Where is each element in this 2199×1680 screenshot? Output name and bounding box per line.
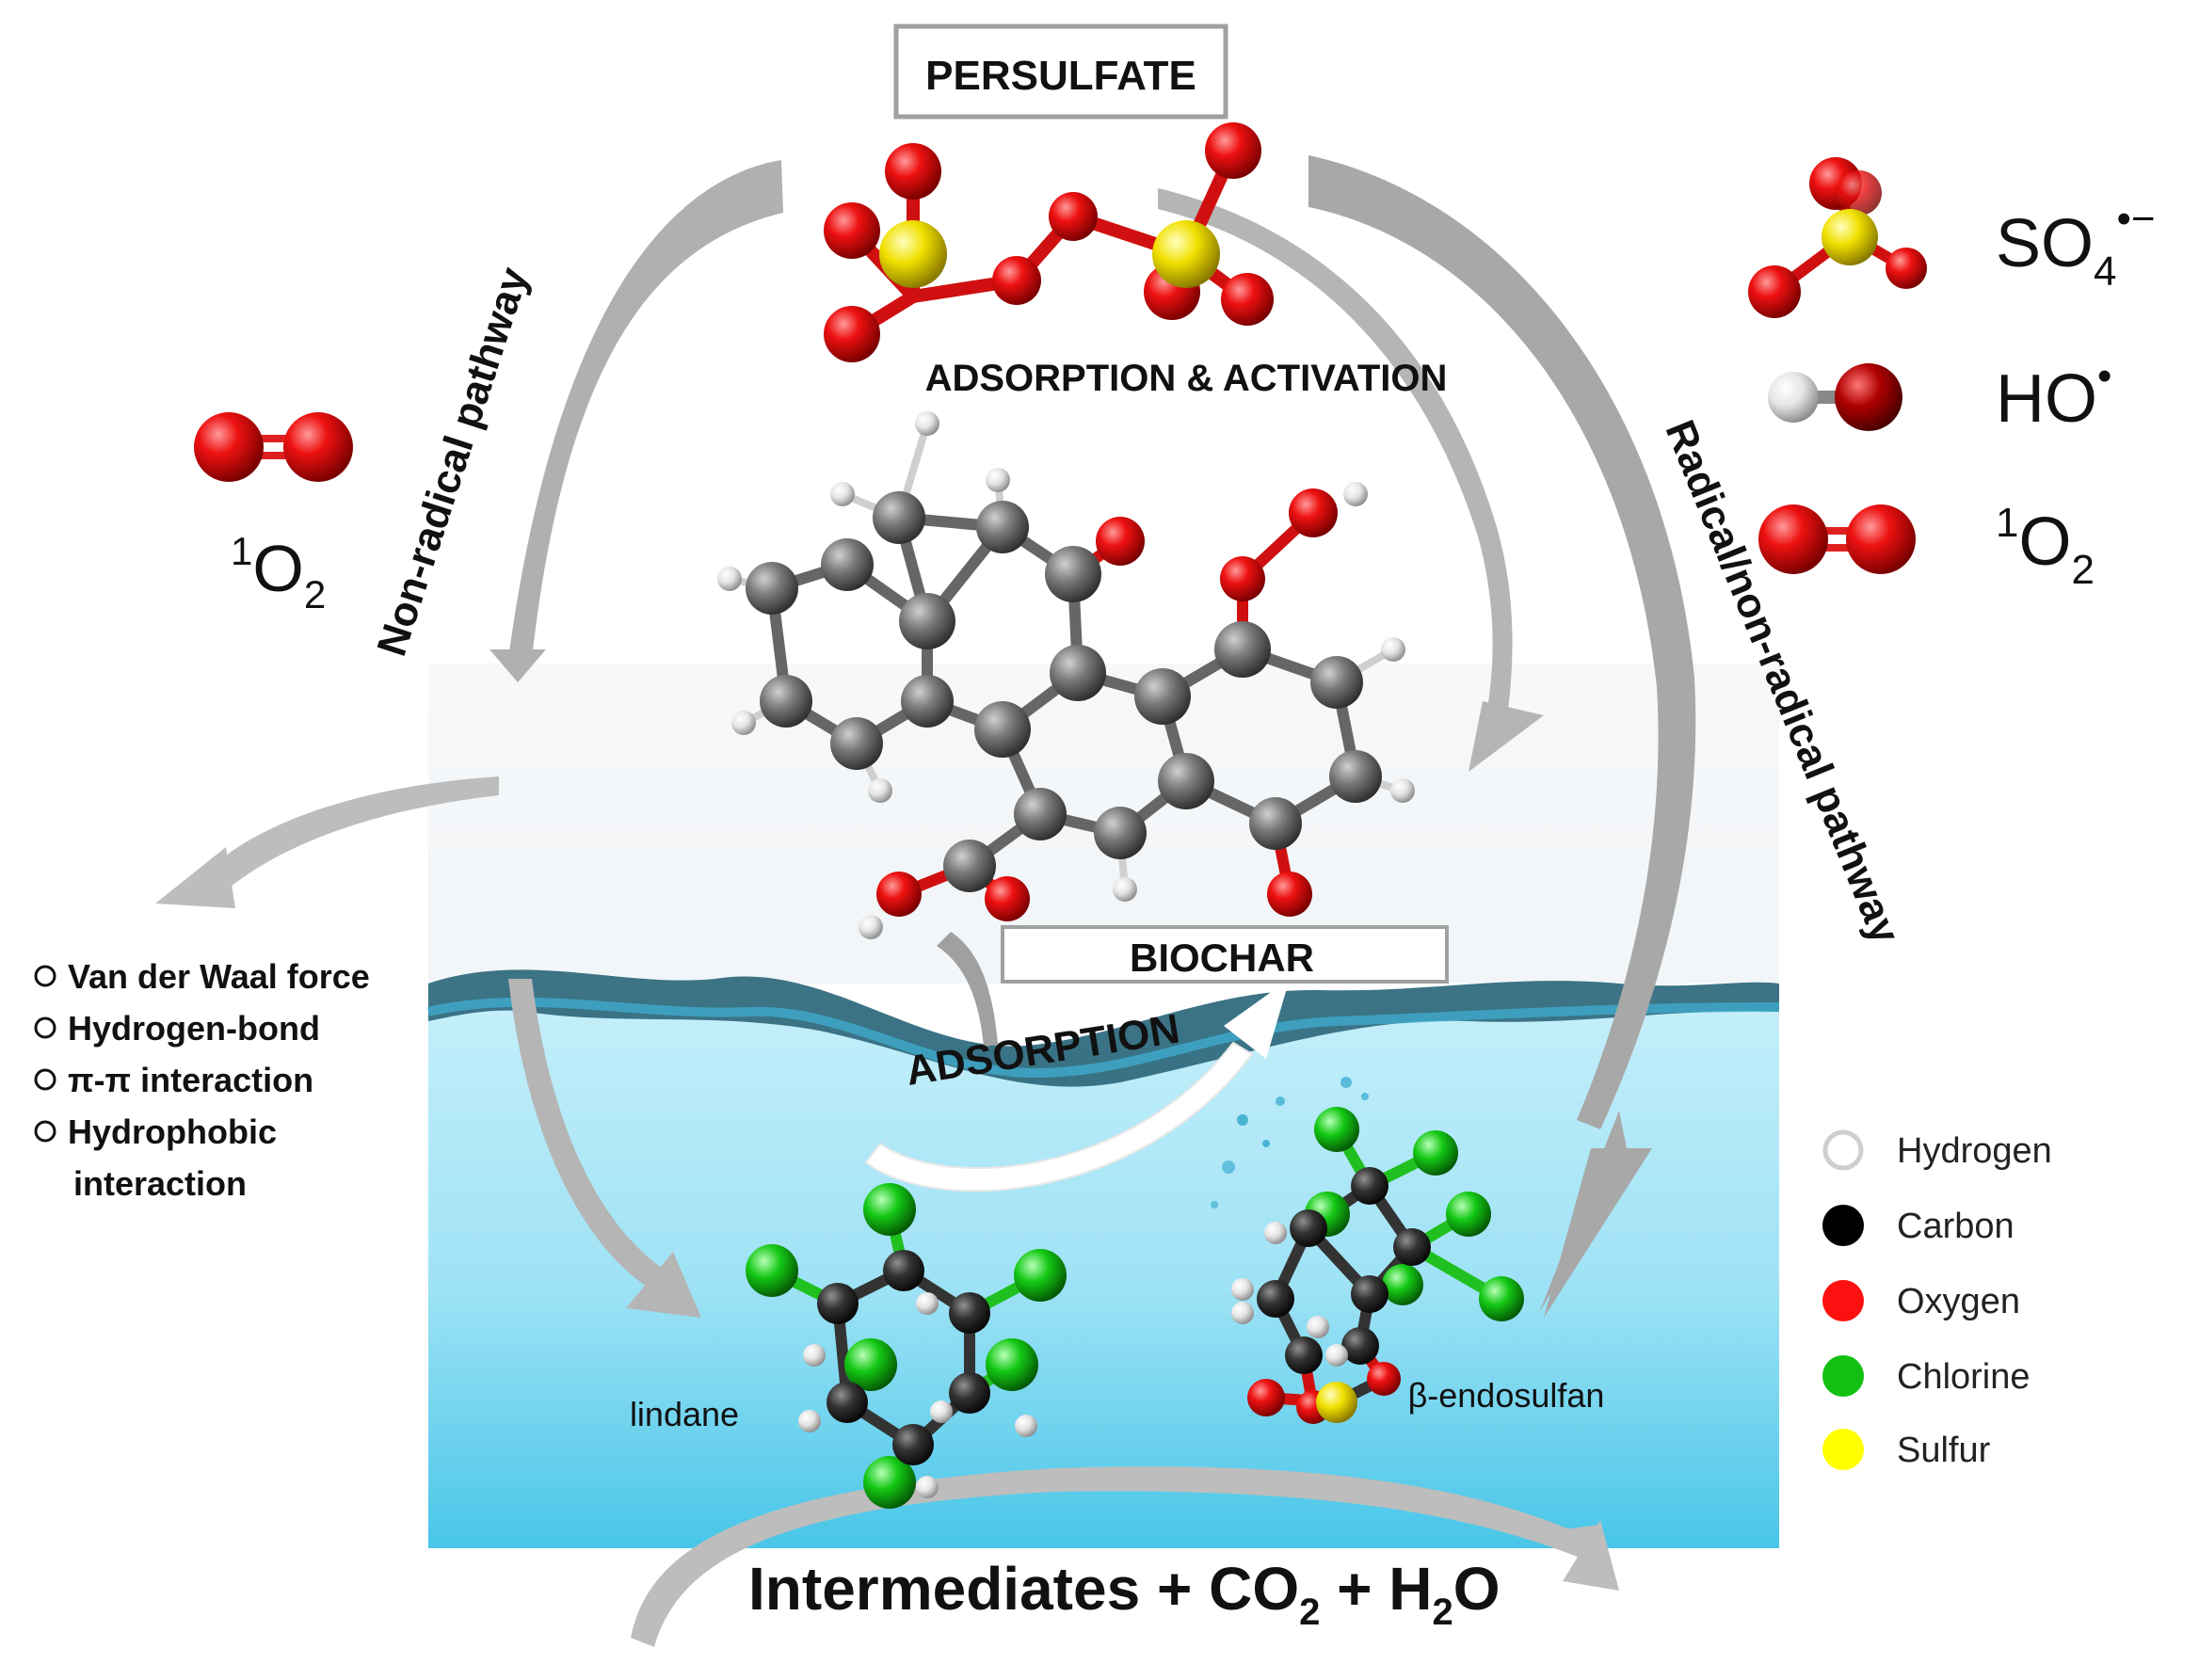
activation-label: ADSORPTION & ACTIVATION <box>925 358 1448 399</box>
legend-label: Sulfur <box>1897 1431 1991 1470</box>
persulfate-label: PERSULFATE <box>925 53 1196 99</box>
arrow-activation <box>1158 188 1513 725</box>
biochar-label: BIOCHAR <box>1130 936 1314 980</box>
left-singlet-oxygen-model <box>194 412 353 482</box>
flow-arrows <box>155 155 1696 1647</box>
mechanism-item-continued: interaction <box>73 1164 247 1203</box>
endosulfan-label: β-endosulfan <box>1408 1376 1605 1415</box>
background <box>426 664 1780 1548</box>
singlet-oxygen-formula: 1O2 <box>1996 500 2095 593</box>
biochar-box <box>1001 925 1449 984</box>
mechanism-list: Van der Waal force Hydrogen-bond π-π int… <box>34 957 370 1203</box>
legend-swatch <box>1822 1205 1864 1246</box>
lindane-molecule <box>746 1183 1067 1509</box>
biochar-molecule <box>717 411 1415 939</box>
products-equation: Intermediates + CO2 + H2O <box>748 1555 1501 1633</box>
species-sulfate-radical-model <box>1748 157 1927 318</box>
sulfate-radical-formula: SO4•− <box>1996 196 2156 295</box>
lindane-label: lindane <box>630 1395 739 1433</box>
mechanism-item: Van der Waal force <box>68 957 370 996</box>
legend-swatch <box>1822 1280 1864 1321</box>
mechanism-item: Hydrophobic <box>68 1112 277 1151</box>
persulfate-molecule <box>824 122 1274 362</box>
legend-swatch <box>1822 1129 1864 1171</box>
arrow-to-mechanisms <box>202 776 499 894</box>
arrow-adsorption <box>937 932 998 1047</box>
legend-label: Oxygen <box>1897 1282 2020 1321</box>
hydroxyl-radical-formula: HO• <box>1996 353 2111 437</box>
mechanism-item: Hydrogen-bond <box>68 1009 320 1048</box>
arrow-non-radical <box>508 160 783 659</box>
arrow-radical <box>1308 155 1696 1129</box>
arrow-adsorption-return <box>864 1041 1254 1192</box>
mechanism-item: π-π interaction <box>68 1061 313 1099</box>
atom-legend: Hydrogen Carbon Oxygen Chlorine Sulfur <box>1822 1129 2052 1470</box>
legend-label: Hydrogen <box>1897 1131 2052 1171</box>
species-hydroxyl-radical-model <box>1768 363 1902 431</box>
legend-swatch <box>1822 1429 1864 1470</box>
left-singlet-oxygen-formula: 1O2 <box>231 529 326 616</box>
persulfate-box <box>893 24 1228 120</box>
species-singlet-oxygen-model <box>1758 504 1916 574</box>
non-radical-pathway-label: Non-radical pathway <box>368 262 538 662</box>
arrow-to-lindane <box>508 979 673 1294</box>
legend-label: Carbon <box>1897 1207 2014 1246</box>
legend-swatch <box>1822 1355 1864 1397</box>
endosulfan-molecule <box>1231 1107 1524 1424</box>
legend-label: Chlorine <box>1897 1357 2030 1397</box>
